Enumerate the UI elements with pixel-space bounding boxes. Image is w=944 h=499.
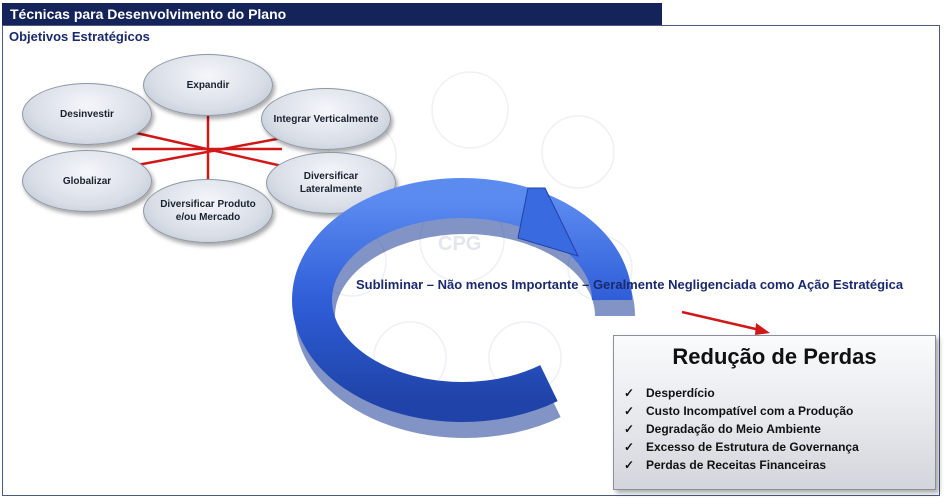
- check-icon: ✓: [624, 458, 635, 472]
- list-item: ✓ Custo Incompatível com a Produção: [624, 402, 935, 420]
- list-item-label: Custo Incompatível com a Produção: [646, 404, 854, 418]
- check-icon: ✓: [624, 440, 635, 454]
- list-item: ✓ Desperdício: [624, 384, 935, 402]
- list-item: ✓ Perdas de Receitas Financeiras: [624, 456, 935, 474]
- loss-items-list: ✓ Desperdício ✓ Custo Incompatível com a P…: [624, 384, 935, 474]
- list-item: ✓ Degradação do Meio Ambiente: [624, 420, 935, 438]
- list-item-label: Perdas de Receitas Financeiras: [646, 458, 827, 472]
- objective-integrar-verticalmente: Integrar Verticalmente: [261, 88, 391, 150]
- content-frame: [2, 25, 940, 496]
- objective-globalizar: Globalizar: [22, 150, 152, 212]
- check-icon: ✓: [624, 422, 635, 436]
- panel-title: Redução de Perdas: [672, 344, 877, 369]
- page-title: Técnicas para Desenvolvimento do Plano: [2, 3, 662, 25]
- list-item-label: Desperdício: [646, 386, 715, 400]
- loss-reduction-panel: Redução de Perdas ✓ Desperdício ✓ Custo In…: [613, 335, 936, 490]
- check-icon: ✓: [624, 404, 635, 418]
- objective-diversificar-produto: Diversificar Produto e/ou Mercado: [143, 179, 273, 243]
- objective-diversificar-lateralmente: Diversificar Lateralmente: [266, 152, 396, 214]
- watermark-text: CPG: [438, 233, 481, 255]
- objective-expandir: Expandir: [143, 54, 273, 116]
- objective-desinvestir: Desinvestir: [22, 83, 152, 145]
- section-subtitle: Objetivos Estratégicos: [9, 29, 150, 44]
- check-icon: ✓: [624, 386, 635, 400]
- list-item: ✓ Excesso de Estrutura de Governança: [624, 438, 935, 456]
- cycle-label: Subliminar – Não menos Importante – Gera…: [356, 277, 904, 292]
- list-item-label: Degradação do Meio Ambiente: [646, 422, 821, 436]
- list-item-label: Excesso de Estrutura de Governança: [646, 440, 859, 454]
